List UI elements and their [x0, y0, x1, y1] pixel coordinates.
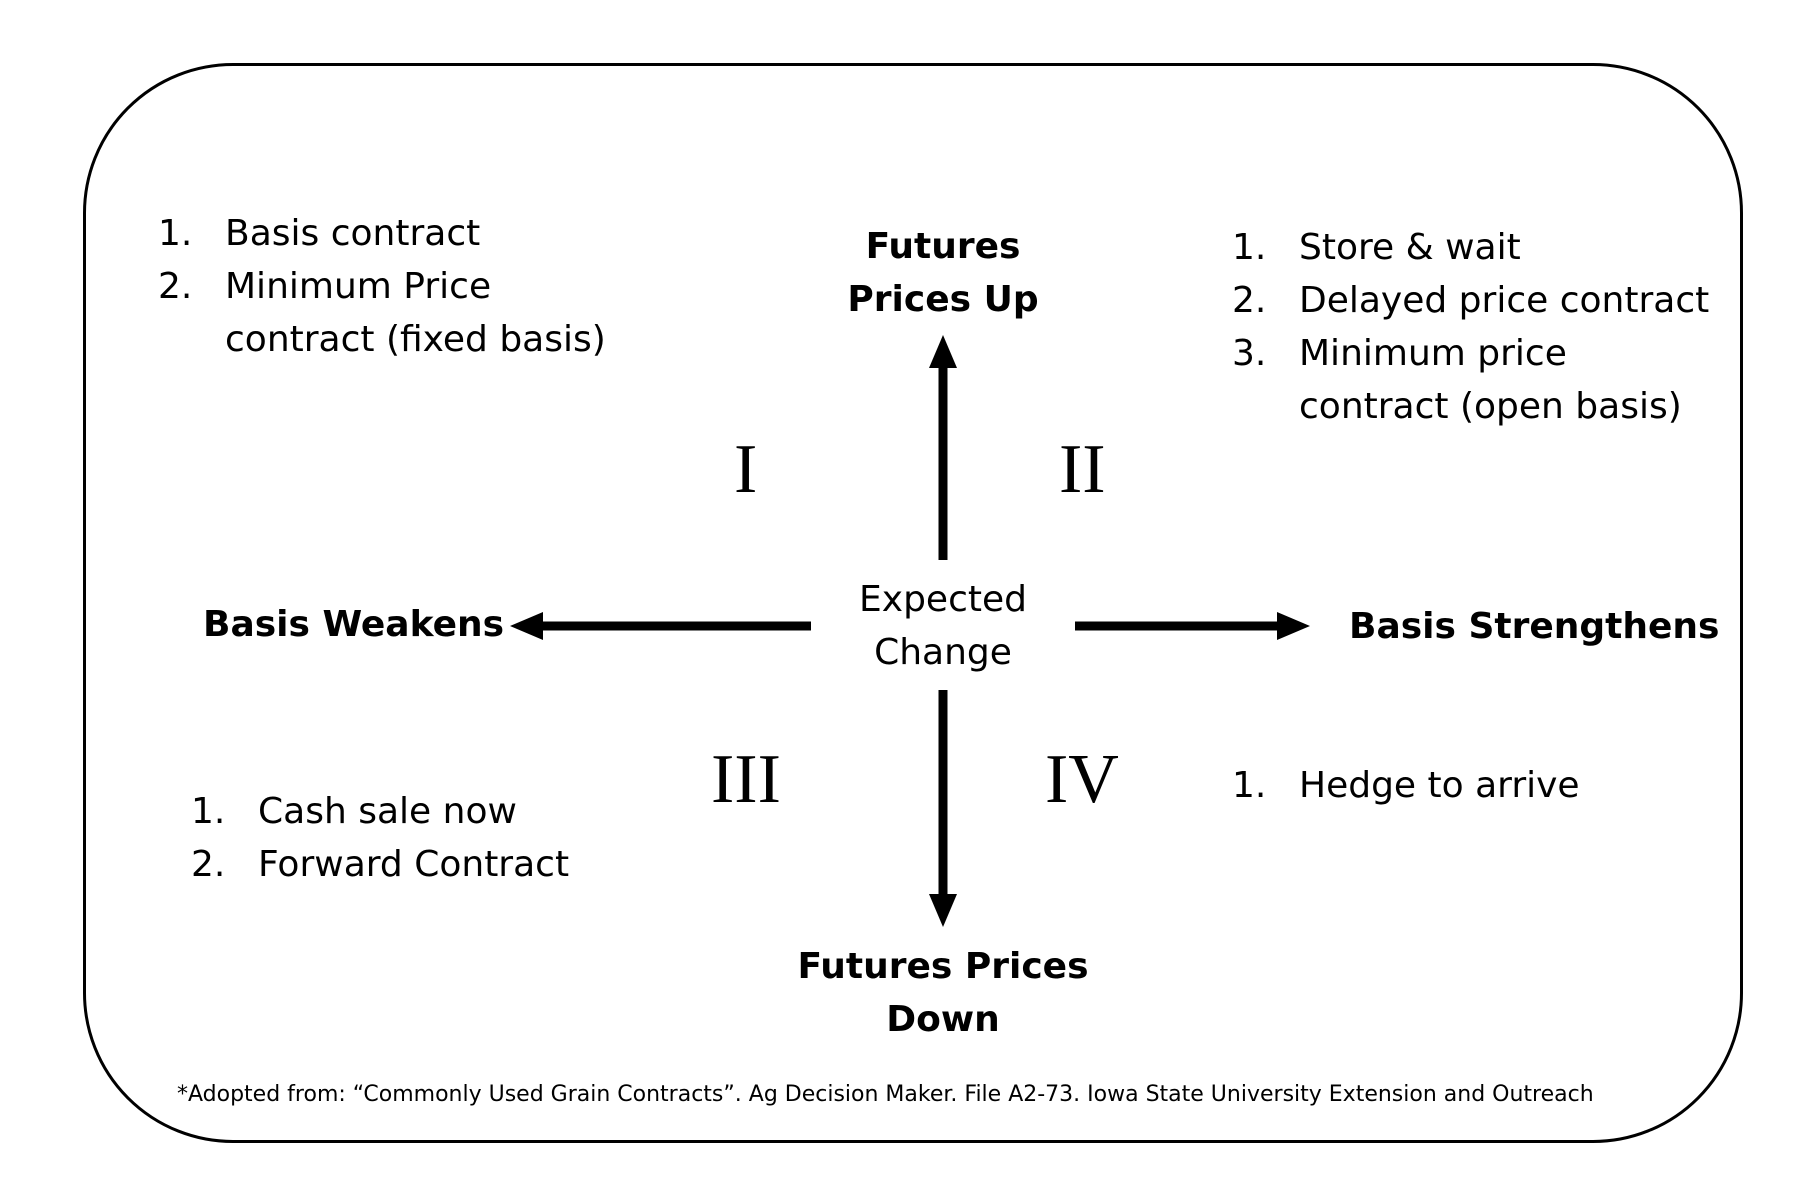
- basis-strengthens-label: Basis Strengthens: [1349, 606, 1720, 647]
- list-item-text: Basis contract: [225, 213, 481, 254]
- list-item-text: Minimum price contract (open basis): [1299, 333, 1682, 427]
- list-item: 1. Basis contract: [158, 207, 606, 260]
- futures-down-label: Futures Prices Down: [793, 940, 1093, 1046]
- list-item-text: Cash sale now: [258, 791, 517, 832]
- list-item-text: Forward Contract: [258, 844, 570, 885]
- arrow-down: [929, 690, 957, 927]
- expected-change-label: Expected Change: [843, 573, 1043, 679]
- quadrant-ii-list: 1. Store & wait 2. Delayed price contrac…: [1232, 221, 1709, 433]
- quadrant-numeral-iii: III: [711, 741, 781, 818]
- list-item: 1. Cash sale now: [191, 785, 569, 838]
- list-item-number: 1.: [158, 213, 193, 254]
- list-item: 2. Delayed price contract: [1232, 274, 1709, 327]
- futures-up-line1: Futures: [865, 226, 1021, 267]
- list-item-number: 2.: [158, 266, 193, 307]
- list-item: 1. Store & wait: [1232, 221, 1709, 274]
- list-item-text: Hedge to arrive: [1299, 765, 1580, 806]
- arrow-right: [1075, 612, 1310, 640]
- arrow-left: [510, 612, 811, 640]
- list-item-text: Minimum Price contract (fixed basis): [225, 266, 606, 360]
- futures-up-line2: Prices Up: [847, 279, 1039, 320]
- quadrant-numeral-ii: II: [1059, 431, 1106, 508]
- quadrant-iii-list: 1. Cash sale now 2. Forward Contract: [191, 785, 569, 891]
- expected-change-line1: Expected: [859, 579, 1027, 620]
- list-item-number: 1.: [1232, 765, 1267, 806]
- list-item-text: Store & wait: [1299, 227, 1521, 268]
- list-item-number: 2.: [191, 844, 226, 885]
- basis-weakens-label: Basis Weakens: [203, 604, 505, 645]
- quadrant-numeral-i: I: [734, 431, 758, 508]
- list-item: 1. Hedge to arrive: [1232, 759, 1580, 812]
- expected-change-line2: Change: [874, 632, 1012, 673]
- diagram-frame: [83, 63, 1743, 1143]
- list-item-number: 3.: [1232, 333, 1267, 374]
- list-item-number: 1.: [191, 791, 226, 832]
- list-item: 3. Minimum price contract (open basis): [1232, 327, 1709, 433]
- list-item: 2. Minimum Price contract (fixed basis): [158, 260, 606, 366]
- list-item: 2. Forward Contract: [191, 838, 569, 891]
- futures-up-label: Futures Prices Up: [843, 220, 1043, 326]
- source-footnote: *Adopted from: “Commonly Used Grain Cont…: [177, 1082, 1594, 1107]
- futures-down-line2: Down: [886, 999, 1000, 1040]
- arrow-up: [929, 335, 957, 560]
- list-item-number: 2.: [1232, 280, 1267, 321]
- list-item-number: 1.: [1232, 227, 1267, 268]
- list-item-text: Delayed price contract: [1299, 280, 1710, 321]
- quadrant-iv-list: 1. Hedge to arrive: [1232, 759, 1580, 812]
- futures-down-line1: Futures Prices: [797, 946, 1089, 987]
- quadrant-i-list: 1. Basis contract 2. Minimum Price contr…: [158, 207, 606, 366]
- quadrant-numeral-iv: IV: [1045, 741, 1119, 818]
